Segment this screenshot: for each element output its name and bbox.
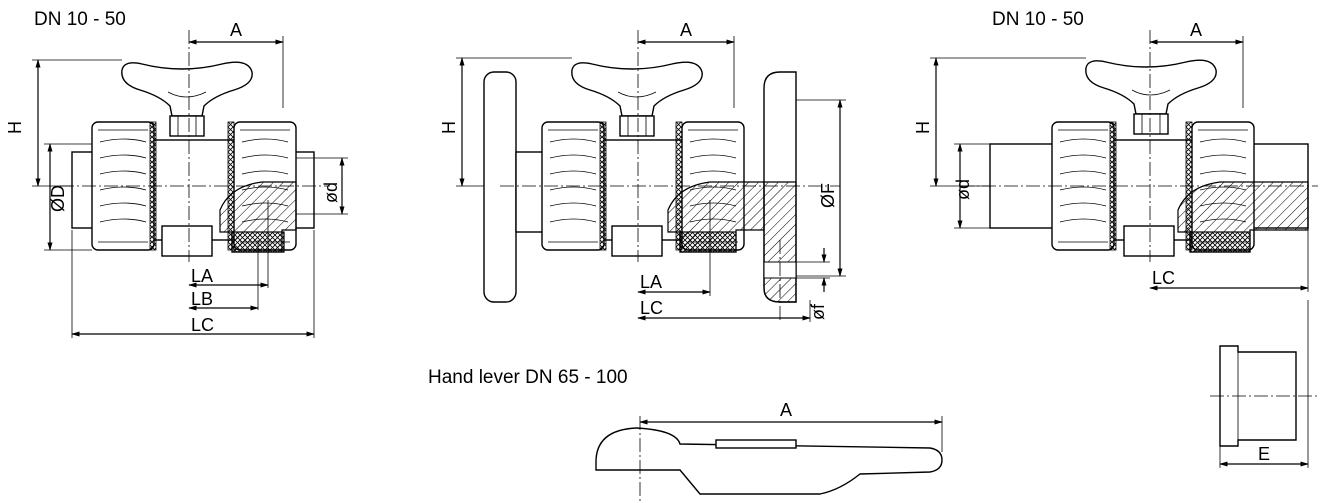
- dim-label: LB: [191, 289, 213, 309]
- seal-section: [679, 231, 737, 253]
- view-spigot: DN 10 - 50 A H ød LC: [913, 9, 1318, 468]
- dim-label: A: [1190, 20, 1202, 40]
- dim-label: LC: [191, 315, 214, 335]
- dim-label: E: [1258, 444, 1270, 464]
- flange-left: [483, 71, 517, 303]
- dim-label: A: [230, 20, 242, 40]
- hand-lever-view: Hand lever DN 65 - 100 A: [428, 367, 943, 503]
- dim-label: H: [5, 121, 25, 134]
- dim-label: ØF: [818, 183, 838, 208]
- dim-label: H: [439, 121, 459, 134]
- mounting-insert: [1123, 225, 1175, 257]
- dim-label: ØD: [48, 185, 68, 212]
- union-nut-left: [91, 121, 157, 251]
- mounting-insert: [161, 225, 213, 257]
- spigot-detail: E: [1210, 300, 1318, 468]
- view-flanged: A H ØF øf LA LC: [439, 20, 846, 322]
- dim-label: LC: [640, 298, 663, 318]
- dim-label: ød: [953, 179, 973, 200]
- view-socket-union: DN 10 - 50 A H ØD ød: [5, 9, 348, 338]
- hand-lever-title: Hand lever DN 65 - 100: [428, 367, 628, 388]
- dim-label: A: [680, 20, 692, 40]
- view-title: DN 10 - 50: [992, 9, 1084, 30]
- pipe-left: [515, 151, 547, 233]
- dim-label: øf: [808, 303, 828, 320]
- dim-label: A: [780, 400, 792, 420]
- dim-label: LA: [191, 266, 213, 286]
- dim-label: LC: [1152, 268, 1175, 288]
- view-title: DN 10 - 50: [34, 9, 126, 30]
- dim-label: H: [913, 121, 933, 134]
- dim-label: LA: [640, 272, 662, 292]
- mounting-insert: [611, 225, 663, 257]
- hand-lever: [595, 427, 943, 495]
- seal-section: [1189, 231, 1251, 253]
- dim-label: ød: [321, 182, 341, 203]
